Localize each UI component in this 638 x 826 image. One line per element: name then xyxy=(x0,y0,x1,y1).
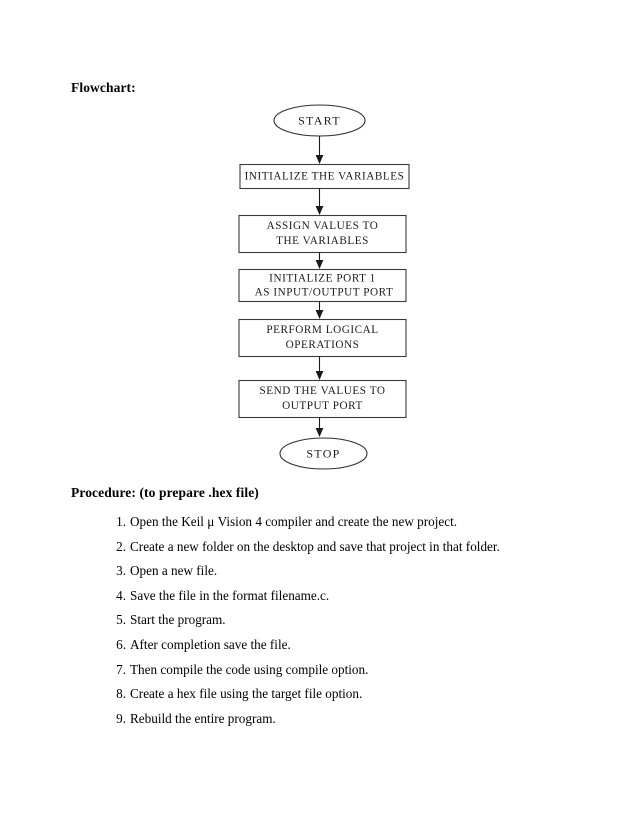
list-item-number: 4. xyxy=(116,587,126,603)
flowchart-node-init-vars: INITIALIZE THE VARIABLES xyxy=(239,163,410,190)
procedure-list-item: 5. Start the program. xyxy=(71,608,591,633)
flowchart-node-init-port-label-line1: INITIALIZE PORT 1 xyxy=(269,273,376,285)
list-item-number: 1. xyxy=(116,514,126,529)
list-item-text: Rebuild the entire program. xyxy=(130,710,276,726)
list-item-number: 3. xyxy=(116,563,126,579)
connector-init-vars-to-assign-vals xyxy=(315,188,324,215)
flowchart-node-perform-ops-label-line1: PERFORM LOGICAL xyxy=(266,324,378,336)
list-item-number: 7. xyxy=(116,661,126,677)
flowchart-node-perform-ops: PERFORM LOGICAL OPERATIONS xyxy=(238,318,407,358)
flowchart-node-send-values: SEND THE VALUES TO OUTPUT PORT xyxy=(238,379,407,419)
procedure-list-item: 4. Save the file in the format filename.… xyxy=(71,584,591,609)
procedure-list-item: 8. Create a hex file using the target fi… xyxy=(71,682,591,707)
connector-assign-vals-to-init-port xyxy=(315,252,324,269)
procedure-list-item: 6. After completion save the file. xyxy=(71,633,591,658)
flowchart-node-init-vars-label: INITIALIZE THE VARIABLES xyxy=(245,171,405,183)
list-item-text: Save the file in the format filename.c. xyxy=(130,587,330,603)
flowchart-node-perform-ops-label-line2: OPERATIONS xyxy=(286,339,360,351)
list-item-text: Open the Keil μ Vision 4 compiler and cr… xyxy=(130,514,458,529)
flowchart-node-send-values-label-line2: OUTPUT PORT xyxy=(282,400,363,412)
connector-start-to-init-vars xyxy=(315,136,324,164)
list-item-number: 5. xyxy=(116,612,126,628)
flowchart-heading: Flowchart: xyxy=(71,80,136,95)
flowchart-node-stop: STOP xyxy=(279,437,368,470)
procedure-list-item: 3. Open a new file. xyxy=(71,559,591,584)
procedure-list-item: 9. Rebuild the entire program. xyxy=(71,707,591,732)
flowchart-diagram: START INITIALIZE THE VARIABLES ASSIGN VA… xyxy=(238,104,410,470)
procedure-list-item: 1. Open the Keil μ Vision 4 compiler and… xyxy=(71,510,591,535)
procedure-list-item: 7. Then compile the code using compile o… xyxy=(71,658,591,683)
connector-init-port-to-perform-ops xyxy=(315,301,324,319)
list-item-number: 6. xyxy=(116,636,126,652)
list-item-text: Then compile the code using compile opti… xyxy=(130,661,369,677)
flowchart-node-send-values-label-line1: SEND THE VALUES TO xyxy=(259,385,385,397)
list-item-text: Start the program. xyxy=(130,612,226,628)
flowchart-node-init-port: INITIALIZE PORT 1 AS INPUT/OUTPUT PORT xyxy=(238,268,407,303)
list-item-text: Open a new file. xyxy=(130,563,218,579)
flowchart-node-assign-vals-label-line1: ASSIGN VALUES TO xyxy=(267,220,379,232)
flowchart-node-init-port-label-line2: AS INPUT/OUTPUT PORT xyxy=(255,287,394,299)
connector-send-values-to-stop xyxy=(315,417,324,437)
connector-perform-ops-to-send-values xyxy=(315,356,324,380)
list-item-number: 9. xyxy=(116,710,126,726)
list-item-text: After completion save the file. xyxy=(130,636,291,652)
procedure-list-item: 2. Create a new folder on the desktop an… xyxy=(71,535,591,560)
flowchart-node-start: START xyxy=(273,104,366,137)
flowchart-node-stop-label: STOP xyxy=(306,446,340,460)
list-item-text: Create a hex file using the target file … xyxy=(130,686,363,702)
flowchart-node-start-label: START xyxy=(298,113,341,127)
flowchart-node-assign-vals: ASSIGN VALUES TO THE VARIABLES xyxy=(238,214,407,254)
list-item-text: Create a new folder on the desktop and s… xyxy=(130,538,500,554)
procedure-list: 1. Open the Keil μ Vision 4 compiler and… xyxy=(71,510,591,731)
flowchart-node-assign-vals-label-line2: THE VARIABLES xyxy=(276,235,369,247)
list-item-number: 2. xyxy=(116,538,126,554)
procedure-heading: Procedure: (to prepare .hex file) xyxy=(71,485,259,500)
list-item-number: 8. xyxy=(116,686,126,702)
